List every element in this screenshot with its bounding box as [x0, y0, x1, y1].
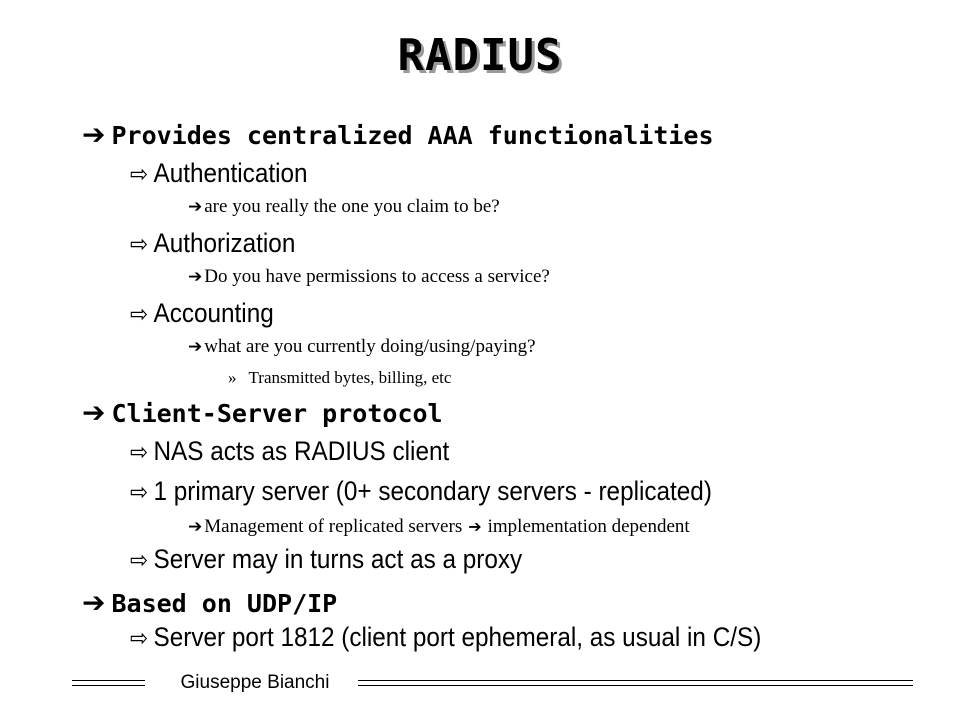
detail-text: Do you have permissions to access a serv…	[204, 266, 550, 287]
bullet-text: Provides centralized AAA functionalities	[111, 121, 714, 150]
subbullet-text: Accounting	[153, 298, 274, 328]
detail-authentication: ➔ are you really the one you claim to be…	[188, 196, 500, 218]
subbullet-nas-client: ⇨ NAS acts as RADIUS client	[130, 436, 449, 467]
detail-accounting: ➔ what are you currently doing/using/pay…	[188, 336, 536, 358]
detail-text: Transmitted bytes, billing, etc	[248, 368, 452, 387]
outline-arrow-icon: ⇨	[130, 546, 149, 574]
subbullet-authentication: ⇨ Authentication	[130, 158, 308, 189]
bullet-udp-ip: ➔ Based on UDP/IP	[82, 586, 337, 619]
subbullet-text: Server may in turns act as a proxy	[153, 544, 523, 574]
outline-arrow-icon: ⇨	[130, 478, 149, 506]
detail-text: Management of replicated servers	[204, 516, 463, 537]
subbullet-accounting: ⇨ Accounting	[130, 298, 274, 329]
subbullet-primary-server: ⇨ 1 primary server (0+ secondary servers…	[130, 476, 712, 507]
arrow-right-icon: ➔	[468, 517, 482, 536]
footer-rule-left	[72, 680, 145, 686]
detail-text: are you really the one you claim to be?	[204, 196, 500, 217]
footer: Giuseppe Bianchi	[0, 668, 960, 698]
outline-arrow-icon: ⇨	[130, 230, 149, 258]
subbullet-text: Authorization	[153, 228, 296, 258]
outline-arrow-icon: ⇨	[130, 438, 149, 466]
footer-author: Giuseppe Bianchi	[180, 672, 330, 693]
arrow-right-icon: ➔	[188, 267, 203, 287]
arrow-right-icon: ➔	[82, 586, 106, 619]
detail-text: implementation dependent	[487, 516, 690, 537]
arrow-right-icon: ➔	[188, 197, 203, 217]
arrow-right-icon: ➔	[82, 118, 106, 151]
subbullet-text: Server port 1812 (client port ephemeral,…	[153, 622, 762, 652]
outline-arrow-icon: ⇨	[130, 624, 149, 652]
bullet-text: Based on UDP/IP	[111, 589, 338, 618]
detail-replicated-servers: ➔ Management of replicated servers ➔ imp…	[188, 516, 690, 538]
detail-authorization: ➔ Do you have permissions to access a se…	[188, 266, 550, 288]
subbullet-text: Authentication	[153, 158, 308, 188]
subbullet-proxy: ⇨ Server may in turns act as a proxy	[130, 544, 522, 575]
bullet-provides-aaa: ➔ Provides centralized AAA functionaliti…	[82, 118, 714, 151]
arrow-right-icon: ➔	[188, 517, 203, 537]
bullet-text: Client-Server protocol	[111, 399, 443, 428]
slide-title: RADIUS	[397, 30, 563, 81]
detail-accounting-examples: » Transmitted bytes, billing, etc	[228, 368, 451, 388]
outline-arrow-icon: ⇨	[130, 300, 149, 328]
outline-arrow-icon: ⇨	[130, 160, 149, 188]
subbullet-authorization: ⇨ Authorization	[130, 228, 295, 259]
arrow-right-icon: ➔	[188, 337, 203, 357]
guillemet-marker: »	[228, 368, 237, 387]
detail-text: what are you currently doing/using/payin…	[204, 336, 536, 357]
arrow-right-icon: ➔	[82, 396, 106, 429]
subbullet-text: NAS acts as RADIUS client	[153, 436, 450, 466]
subbullet-text: 1 primary server (0+ secondary servers -…	[153, 476, 712, 506]
subbullet-server-port: ⇨ Server port 1812 (client port ephemera…	[130, 622, 761, 653]
footer-rule-right	[358, 680, 913, 686]
bullet-client-server: ➔ Client-Server protocol	[82, 396, 443, 429]
